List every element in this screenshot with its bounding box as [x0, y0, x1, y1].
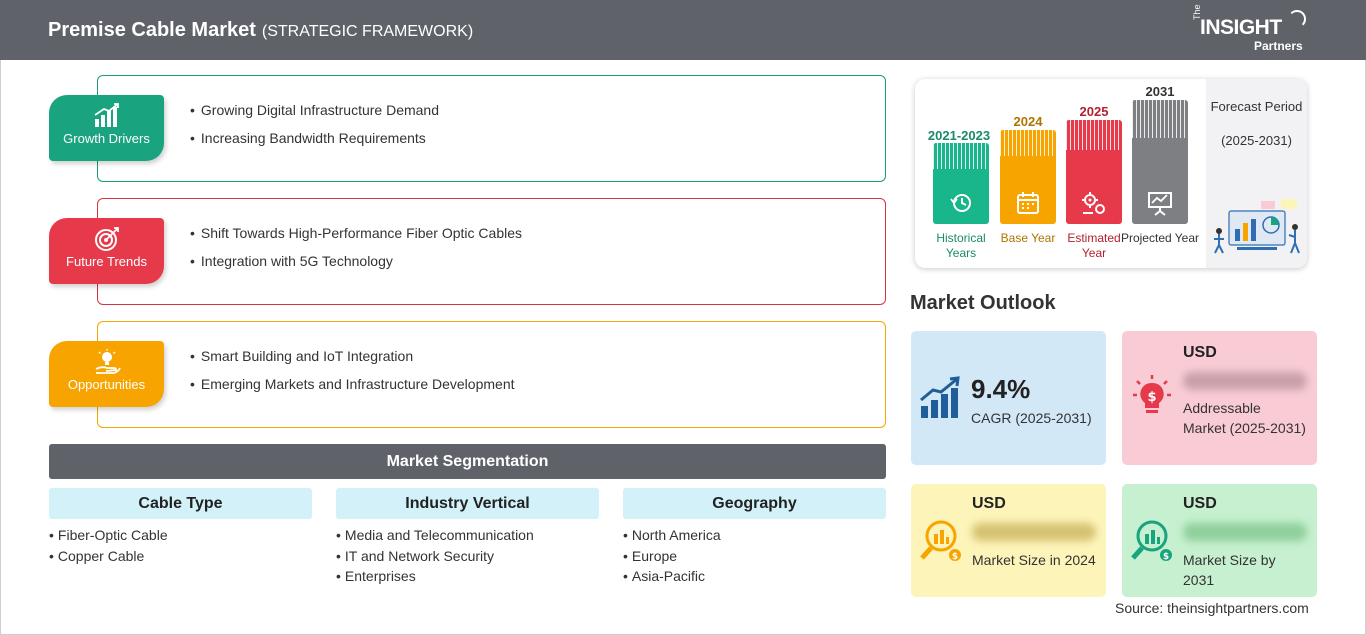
logo-swoosh-icon	[1288, 10, 1306, 28]
growth-chart-icon	[94, 103, 119, 127]
segment-geography: Geography North America Europe Asia-Paci…	[623, 488, 886, 587]
timeline-bar-base	[1000, 130, 1056, 224]
future-trends-badge: Future Trends	[49, 218, 164, 284]
currency-label: USD	[1183, 495, 1217, 512]
list-item: Fiber-Optic Cable	[49, 525, 312, 546]
cagr-value: 9.4%	[971, 374, 1031, 404]
timeline-year: 2031	[1145, 84, 1175, 99]
market-size-2031-tile: USD $ Market Size by 2031	[1122, 484, 1317, 597]
market-size-2031-label: Market Size by 2031	[1183, 552, 1276, 588]
segment-cable-type: Cable Type Fiber-Optic Cable Copper Cabl…	[49, 488, 312, 566]
list-item: North America	[623, 525, 886, 546]
list-item: Media and Telecommunication	[336, 525, 599, 546]
svg-text:$: $	[1147, 390, 1156, 405]
timeline-label: Estimated Year	[1067, 231, 1121, 260]
lightbulb-hand-icon	[95, 349, 121, 374]
segment-heading: Geography	[623, 488, 886, 519]
timeline-panel: Forecast Period (2025-2031) 2021-2023 Hi…	[915, 79, 1307, 268]
segment-industry-vertical: Industry Vertical Media and Telecommunic…	[336, 488, 599, 587]
timeline-label: Projected Year	[1120, 231, 1200, 245]
segment-heading: Industry Vertical	[336, 488, 599, 519]
page-subtitle: (STRATEGIC FRAMEWORK)	[261, 23, 474, 40]
timeline-bar-projected	[1132, 100, 1188, 224]
bar-hatch	[1132, 100, 1188, 138]
estimate-gears-icon	[1082, 192, 1105, 214]
list-item: Asia-Pacific	[623, 566, 886, 587]
cagr-label: CAGR (2025-2031)	[971, 410, 1092, 426]
growth-drivers-card: Growing Digital Infrastructure Demand In…	[97, 75, 886, 182]
bar-hatch	[1000, 130, 1056, 156]
timeline-bar-historical	[933, 143, 989, 224]
cagr-tile: 9.4% CAGR (2025-2031)	[911, 331, 1106, 465]
page-title: Premise Cable Market (STRATEGIC FRAMEWORK…	[48, 19, 473, 42]
opportunities-badge: Opportunities	[49, 341, 164, 407]
timeline-label: Historical Years	[936, 231, 986, 260]
analytics-dashboard-icon	[1214, 199, 1300, 254]
timeline-year: 2025	[1079, 104, 1109, 119]
badge-label: Growth Drivers	[63, 131, 150, 146]
list-item: Enterprises	[336, 566, 599, 587]
market-size-2024-tile: USD $ Market Size in 2024	[911, 484, 1106, 597]
svg-text:$: $	[1163, 552, 1169, 562]
list-item: Smart Building and IoT Integration	[190, 342, 515, 370]
magnifier-chart-icon: $	[920, 520, 961, 562]
badge-label: Opportunities	[67, 377, 146, 392]
market-size-2024-label: Market Size in 2024	[972, 552, 1096, 568]
list-item: Shift Towards High-Performance Fiber Opt…	[190, 219, 522, 247]
addressable-label: Addressable Market (2025-2031)	[1183, 400, 1306, 436]
bar-hatch	[1066, 120, 1122, 150]
segment-heading: Cable Type	[49, 488, 312, 519]
presentation-chart-icon	[1148, 192, 1172, 216]
source-citation[interactable]: Source: theinsightpartners.com	[1115, 600, 1309, 616]
list-item: Integration with 5G Technology	[190, 247, 522, 275]
page-title-text: Premise Cable Market	[48, 19, 256, 41]
magnifier-chart-icon: $	[1131, 520, 1172, 562]
market-outlook-title: Market Outlook	[910, 292, 1056, 314]
calendar-icon	[1017, 192, 1039, 214]
market-segmentation-bar: Market Segmentation	[49, 444, 886, 479]
opportunities-card: Smart Building and IoT Integration Emerg…	[97, 321, 886, 428]
forecast-period-label: Forecast Period	[1210, 99, 1303, 114]
future-trends-card: Shift Towards High-Performance Fiber Opt…	[97, 198, 886, 305]
list-item: Europe	[623, 546, 886, 567]
header-bar: Premise Cable Market (STRATEGIC FRAMEWORK…	[0, 0, 1366, 60]
target-icon	[94, 227, 119, 251]
timeline-year: 2021-2023	[927, 128, 991, 143]
blurred-value	[1183, 523, 1307, 541]
currency-label: USD	[972, 495, 1006, 512]
growth-drivers-badge: Growth Drivers	[49, 95, 164, 161]
badge-label: Future Trends	[66, 254, 147, 269]
list-item: Copper Cable	[49, 546, 312, 567]
list-item: Emerging Markets and Infrastructure Deve…	[190, 370, 515, 398]
timeline-bar-estimated	[1066, 120, 1122, 224]
list-item: IT and Network Security	[336, 546, 599, 567]
currency-label: USD	[1183, 344, 1217, 361]
list-item: Growing Digital Infrastructure Demand	[190, 96, 439, 124]
blurred-value	[972, 523, 1096, 541]
insight-partners-logo[interactable]: The INSIGHT Partners	[1192, 4, 1312, 54]
forecast-period-range: (2025-2031)	[1221, 133, 1292, 148]
logo-name: INSIGHT	[1200, 16, 1282, 39]
addressable-market-tile: USD $ Addressable Market (2025-2031)	[1122, 331, 1317, 465]
lightbulb-dollar-icon: $	[1133, 375, 1171, 413]
list-item: Increasing Bandwidth Requirements	[190, 124, 439, 152]
timeline-year: 2024	[1013, 114, 1043, 129]
timeline-label: Base Year	[1000, 231, 1056, 245]
logo-sub: Partners	[1254, 39, 1303, 53]
svg-text:$: $	[952, 552, 958, 562]
rising-bars-icon	[920, 376, 960, 418]
blurred-value	[1183, 372, 1307, 390]
history-clock-icon	[950, 194, 971, 212]
bar-hatch	[933, 143, 989, 169]
